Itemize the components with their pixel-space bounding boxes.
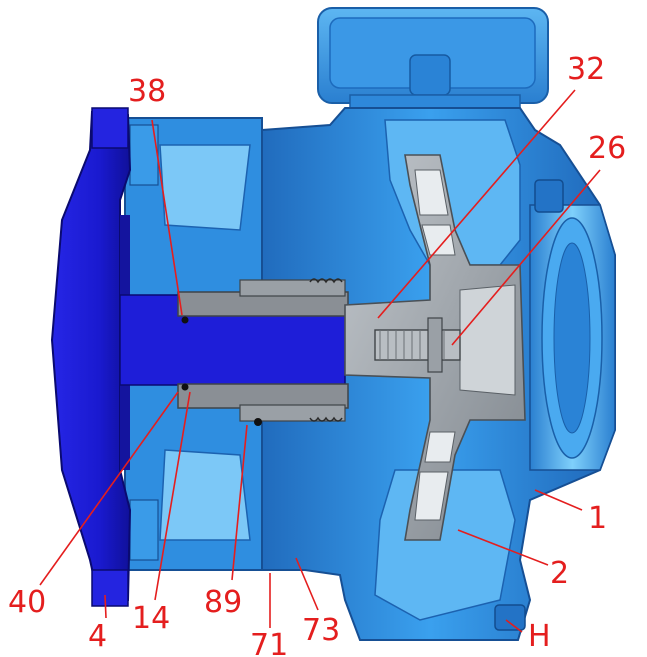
leader-1 — [534, 489, 583, 511]
leader-38 — [151, 119, 183, 316]
leader-lines — [39, 89, 601, 633]
leader-89 — [231, 424, 248, 581]
callout-14: 14 — [132, 601, 170, 636]
callout-2: 2 — [550, 556, 569, 591]
callout-H: H — [528, 619, 551, 654]
callout-32: 32 — [567, 52, 605, 87]
callout-26: 26 — [588, 131, 626, 166]
callout-89: 89 — [204, 585, 242, 620]
motor-flange — [50, 107, 132, 607]
callout-38: 38 — [128, 74, 166, 109]
leader-2 — [457, 529, 549, 566]
leader-32 — [377, 89, 576, 319]
leader-73 — [295, 557, 319, 611]
leader-40 — [39, 391, 179, 586]
callout-73: 73 — [302, 613, 340, 648]
leader-14 — [154, 391, 191, 601]
mechanical-seal — [239, 278, 346, 426]
leader-4 — [104, 594, 107, 619]
callout-71: 71 — [250, 628, 288, 657]
leader-26 — [451, 169, 601, 346]
leader-H — [505, 619, 523, 633]
callout-labels: 38 32 26 1 2 H 40 14 89 4 71 73 — [8, 52, 626, 657]
callout-4: 4 — [88, 619, 107, 654]
impeller-bolt — [374, 317, 461, 373]
callout-40: 40 — [8, 585, 46, 620]
callout-1: 1 — [588, 501, 607, 536]
